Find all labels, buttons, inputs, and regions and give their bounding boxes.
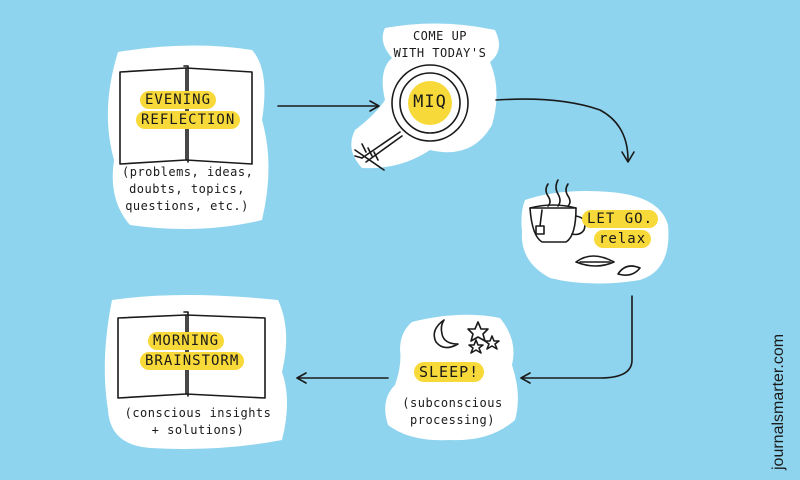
morning-title: MORNING	[148, 332, 225, 350]
morning-note-line-1: (conscious insights	[124, 406, 272, 420]
miq-label: MIQ	[413, 92, 447, 112]
miq-caption-line-1: COME UP	[412, 29, 468, 43]
arrow-evening-to-miq	[277, 100, 380, 112]
steam-icon	[545, 179, 571, 207]
evening-book-icon	[119, 65, 253, 165]
cloud-backgrounds	[104, 23, 669, 449]
miq-caption: COME UP WITH TODAY'S	[385, 28, 495, 62]
evening-title: EVENING	[140, 91, 217, 109]
evening-title-line-1: EVENING	[140, 91, 217, 109]
star-icon	[484, 335, 500, 350]
morning-title-line-2: BRAINSTORM	[140, 352, 245, 370]
evening-note-line-2: doubts, topics,	[129, 182, 245, 196]
sleep-note: (subconscious processing)	[395, 395, 510, 429]
morning-note: (conscious insights + solutions)	[118, 405, 278, 439]
arrow-sleep-to-morning	[296, 372, 389, 384]
moon-icon	[433, 319, 459, 349]
letgo-subtitle: relax	[594, 230, 652, 248]
evening-note-line-1: (problems, ideas,	[122, 165, 254, 179]
morning-title-2: BRAINSTORM	[140, 352, 245, 370]
morning-note-line-2: + solutions)	[151, 423, 245, 437]
arrow-letgo-to-sleep	[520, 295, 633, 384]
watermark: journalsmarter.com	[770, 333, 787, 470]
tea-cup-icon	[529, 204, 586, 243]
evening-title-2: REFLECTION	[136, 111, 241, 129]
evening-note: (problems, ideas, doubts, topics, questi…	[122, 164, 254, 215]
letgo-subtitle-text: relax	[594, 230, 652, 248]
miq-highlight	[408, 81, 452, 125]
arrow-fletching-icon	[354, 143, 385, 171]
sleep-note-line-2: processing)	[410, 413, 495, 427]
arrow-miq-to-letgo	[495, 98, 635, 163]
letgo-title: LET GO.	[582, 210, 659, 228]
sleep-title: SLEEP!	[414, 362, 485, 382]
star-icon	[468, 339, 484, 354]
sleep-note-line-1: (subconscious	[402, 396, 503, 410]
letgo-title-text: LET GO.	[582, 210, 659, 228]
leaf-icon	[575, 255, 641, 276]
evening-note-line-3: questions, etc.)	[125, 199, 249, 213]
evening-title-line-2: REFLECTION	[136, 111, 241, 129]
star-icon	[467, 321, 489, 342]
sleep-title-text: SLEEP!	[414, 362, 485, 382]
morning-title-line-1: MORNING	[148, 332, 225, 350]
miq-caption-line-2: WITH TODAY'S	[393, 46, 487, 60]
